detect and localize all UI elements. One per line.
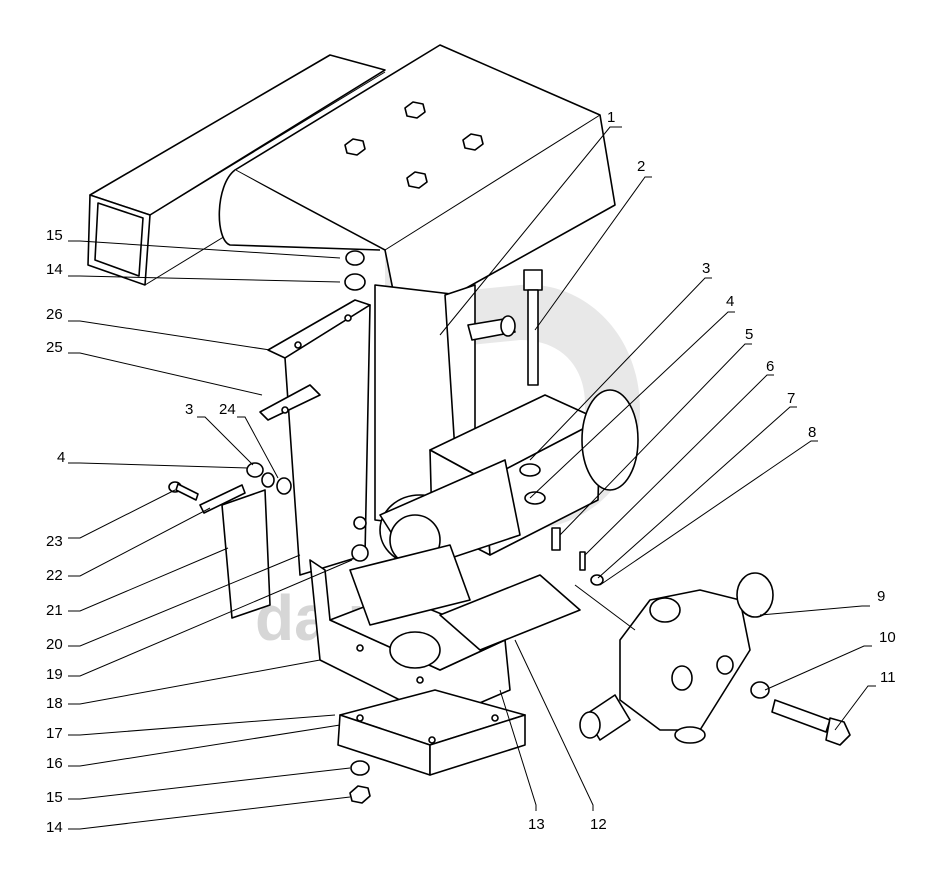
callout-22: 22 (46, 567, 63, 584)
callout-4: 4 (726, 293, 734, 310)
leader-lines (68, 126, 876, 830)
callout-23: 23 (46, 533, 63, 550)
callout-25: 25 (46, 339, 63, 356)
square-tube (87, 54, 386, 286)
pin-8 (574, 574, 636, 631)
bolt-heads (344, 101, 484, 189)
washer-10 (750, 681, 770, 699)
callout-14-bottom: 14 (46, 819, 63, 836)
callout-6: 6 (766, 358, 774, 375)
washers (246, 250, 371, 804)
screw-23 (168, 481, 199, 501)
valve-body (579, 572, 774, 744)
small-screws (551, 527, 586, 571)
base-plate (337, 689, 526, 776)
callout-7: 7 (787, 390, 795, 407)
callout-10: 10 (879, 629, 896, 646)
long-bolt (523, 269, 543, 386)
callout-26: 26 (46, 306, 63, 323)
callout-3: 3 (702, 260, 710, 277)
spring-plate (221, 489, 271, 619)
callout-16: 16 (46, 755, 63, 772)
callout-18: 18 (46, 695, 63, 712)
callout-15-bottom: 15 (46, 789, 63, 806)
callout-labels: 1 2 3 4 5 6 7 8 9 10 11 12 13 14 15 14 1… (46, 109, 896, 836)
small-bar (199, 484, 246, 514)
side-bracket (259, 299, 371, 576)
callout-24: 24 (219, 401, 236, 418)
callout-1: 1 (607, 109, 615, 126)
callout-14-top: 14 (46, 261, 63, 278)
callout-8: 8 (808, 424, 816, 441)
callout-17: 17 (46, 725, 63, 742)
callout-20: 20 (46, 636, 63, 653)
callout-3-left: 3 (185, 401, 193, 418)
callout-5: 5 (745, 326, 753, 343)
callout-13: 13 (528, 816, 545, 833)
callout-2: 2 (637, 158, 645, 175)
callout-9: 9 (877, 588, 885, 605)
callout-12: 12 (590, 816, 607, 833)
linkage-block (349, 516, 581, 651)
callout-15-top: 15 (46, 227, 63, 244)
callout-21: 21 (46, 602, 63, 619)
pin (467, 315, 516, 341)
callout-11: 11 (880, 669, 896, 686)
callout-19: 19 (46, 666, 63, 683)
callout-4-left: 4 (57, 449, 65, 466)
top-bracket (218, 44, 616, 326)
bolt-11 (771, 699, 851, 746)
